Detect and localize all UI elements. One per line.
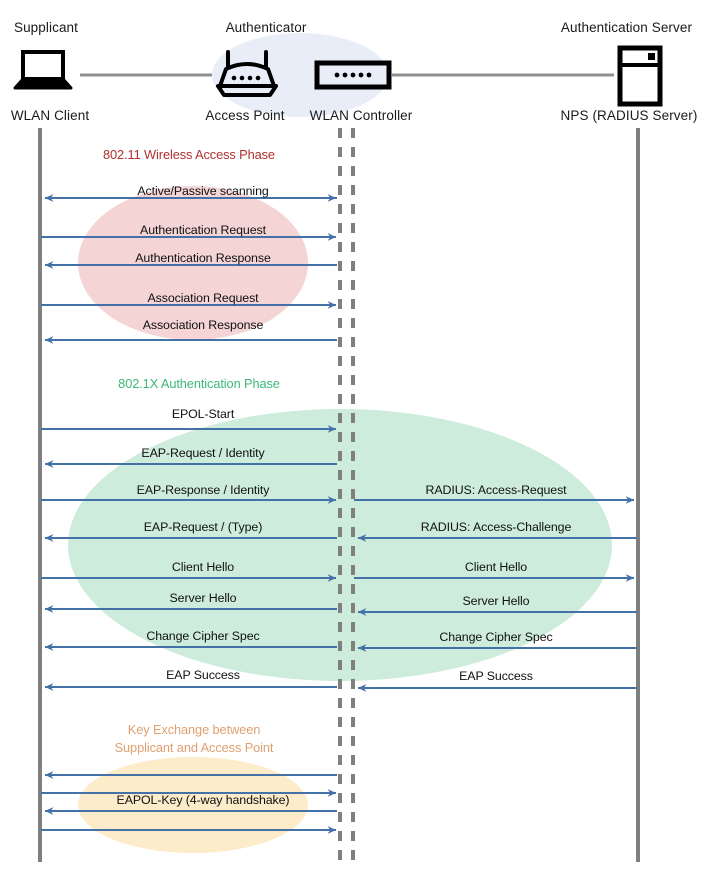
laptop-icon [13,50,73,90]
message-label-eapol-start: EPOL-Start [171,407,235,421]
lifelines [38,128,640,862]
message-label-client-hello-right: Client Hello [464,560,528,574]
phase-label-keyexchange-line1: Key Exchange between [127,722,261,737]
message-label-eap-success-left: EAP Success [166,668,240,682]
message-arrows [41,194,637,834]
message-label-eap-request-type: EAP-Request / (Type) [143,520,263,534]
message-label-radius-access-request: RADIUS: Access-Request [425,483,567,497]
actor-device-wlan-controller: WLAN Controller [309,108,413,123]
message-label-authentication-request: Authentication Request [140,223,266,237]
message-label-eap-request-identity: EAP-Request / Identity [141,446,265,460]
actor-role-supplicant: Supplicant [13,20,79,35]
ellipse-80211 [78,186,308,340]
phase-label-keyexchange-line2: Supplicant and Access Point [114,740,274,755]
actor-role-authentication-server: Authentication Server [560,20,693,35]
message-label-association-request: Association Request [147,291,259,305]
wlan-controller-icon [314,60,392,90]
message-label-active-passive-scanning: Active/Passive scanning [137,184,269,198]
phase-label-8021x: 802.1X Authentication Phase [118,376,280,391]
access-point-icon [216,50,278,97]
actor-device-nps-radius-server: NPS (RADIUS Server) [560,108,698,123]
message-label-server-hello-left: Server Hello [169,591,237,605]
message-label-change-cipher-spec-right: Change Cipher Spec [439,630,553,644]
actor-device-access-point: Access Point [205,108,285,123]
message-label-radius-access-challenge: RADIUS: Access-Challenge [420,520,572,534]
message-label-eapol-key-4way: EAPOL-Key (4-way handshake) [116,793,290,807]
message-label-eap-response-identity: EAP-Response / Identity [136,483,270,497]
message-label-association-response: Association Response [142,318,264,332]
actor-device-wlan-client: WLAN Client [10,108,90,123]
message-label-client-hello-left: Client Hello [171,560,235,574]
actor-role-authenticator: Authenticator [225,20,307,35]
server-icon [617,45,663,107]
message-label-change-cipher-spec-left: Change Cipher Spec [146,629,260,643]
message-label-authentication-response: Authentication Response [135,251,271,265]
phase-label-80211: 802.11 Wireless Access Phase [103,147,275,162]
message-label-eap-success-right: EAP Success [459,669,533,683]
message-label-server-hello-right: Server Hello [462,594,530,608]
